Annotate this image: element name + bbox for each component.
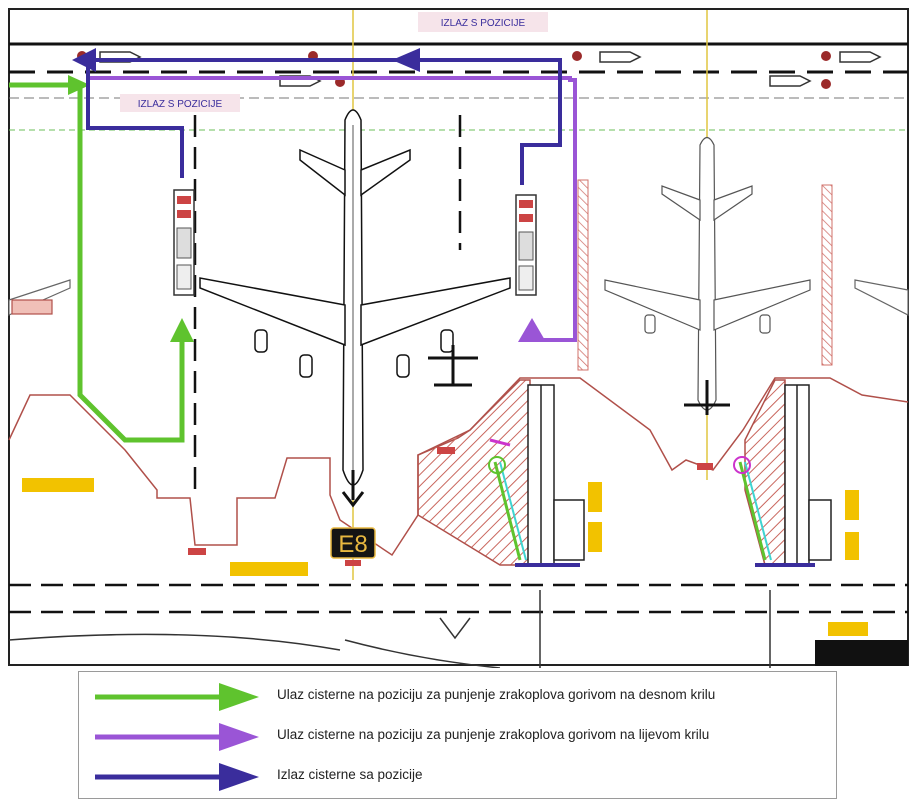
green-arrow-head [170,318,194,342]
hatched-strip-2 [821,184,833,366]
legend-item-entry-right-wing: Ulaz cisterne na poziciju za punjenje zr… [79,678,836,714]
stand-marker [345,560,361,566]
green-arrow-icon [95,683,259,711]
aircraft-secondary [604,136,811,411]
blue-arrow-icon [95,763,259,791]
stop-bar [428,345,478,387]
bottom-roads [8,590,771,668]
aircraft-partial-right [854,279,909,316]
exit-label-left-bg [120,94,240,112]
stand-label-bg [330,527,376,559]
exit-label-top-bg [418,12,548,32]
route-entry-left-wing [90,76,577,342]
stand-label: E8 [338,531,367,558]
stand-boundaries [9,115,908,614]
exit-arrow-head-left [72,48,96,72]
legend-label: Izlaz cisterne sa pozicije [277,767,423,782]
jet-bridges [527,384,832,566]
drawing-frame [8,8,909,666]
hatched-strip-1 [577,179,589,371]
legend-item-exit: Izlaz cisterne sa pozicije [79,758,836,794]
legend-label: Ulaz cisterne na poziciju za punjenje zr… [277,687,716,702]
fuel-truck-right [515,194,537,296]
bottom-right-block [815,640,908,666]
aircraft-partial-left [8,279,71,316]
route-exit [86,58,562,185]
exit-label-top: IZLAZ S POZICIJE [441,18,526,29]
legend-item-entry-left-wing: Ulaz cisterne na poziciju za punjenje zr… [79,718,836,754]
stop-bar-2 [684,380,730,415]
exit-arrow-head-mid [392,48,420,72]
legend: Ulaz cisterne na poziciju za punjenje zr… [78,671,837,799]
fuel-truck-left [173,189,195,296]
aircraft-main [199,109,511,486]
red-markers [188,447,713,555]
purple-arrow-icon [95,723,259,751]
legend-label: Ulaz cisterne na poziciju za punjenje zr… [277,727,710,742]
purple-arrow-head [518,318,546,342]
exit-label-left: IZLAZ S POZICIJE [138,99,223,110]
yellow-markings [22,478,868,636]
green-arrow-head-top [68,75,90,95]
fuel-hose-right [733,456,772,561]
apron-plan: IZLAZ S POZICIJE [8,8,909,668]
fuel-hose-left [488,438,527,561]
